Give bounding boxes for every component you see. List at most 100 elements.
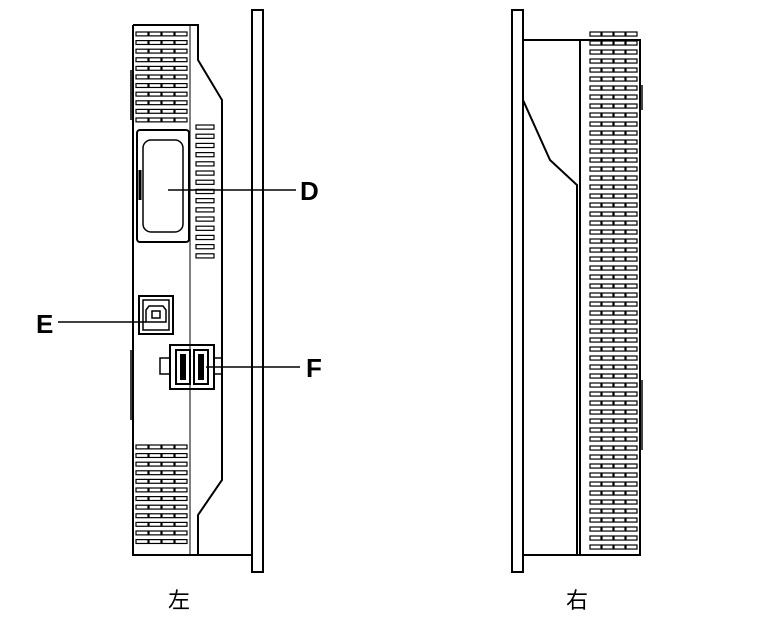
vent-slat bbox=[135, 65, 149, 71]
vent-slat bbox=[625, 238, 638, 244]
vent-slat bbox=[195, 133, 215, 139]
vent-slat bbox=[613, 481, 626, 487]
right-body-outline bbox=[523, 39, 641, 556]
vent-slat bbox=[613, 337, 626, 343]
vent-slat bbox=[601, 400, 614, 406]
vent-slat bbox=[174, 82, 188, 89]
vent-slat bbox=[625, 148, 638, 154]
vent-slat bbox=[601, 157, 614, 163]
vent-slat bbox=[174, 39, 188, 46]
vent-slat bbox=[148, 504, 162, 510]
vent-slat bbox=[195, 124, 215, 130]
vent-slat bbox=[601, 202, 614, 208]
vent-slat bbox=[613, 418, 626, 424]
vent-slat bbox=[148, 461, 162, 467]
vent-slat bbox=[589, 265, 602, 271]
vent-slat bbox=[601, 166, 614, 172]
vent-slat bbox=[161, 530, 175, 536]
vent-slat bbox=[601, 76, 614, 82]
vent-slat bbox=[589, 247, 602, 253]
vent-slat bbox=[135, 504, 149, 510]
vent-slat bbox=[625, 436, 638, 442]
vent-slat bbox=[161, 31, 175, 37]
vent-slat bbox=[601, 256, 614, 262]
vent-slat bbox=[589, 472, 602, 478]
vent-slat bbox=[174, 57, 188, 63]
vent-slat bbox=[589, 499, 602, 505]
vent-slat bbox=[148, 117, 162, 123]
vent-slat bbox=[148, 521, 162, 527]
left-side-view: D E F 左 bbox=[36, 9, 322, 614]
vent-slat bbox=[625, 256, 638, 262]
vent-slat bbox=[589, 76, 602, 82]
vent-slat bbox=[625, 274, 638, 280]
vent-slat bbox=[135, 461, 149, 467]
vent-slat bbox=[589, 310, 602, 316]
vent-slat bbox=[601, 211, 614, 217]
vent-slat bbox=[589, 274, 602, 280]
vent-slat bbox=[601, 364, 614, 370]
vent-slat bbox=[625, 58, 638, 64]
vent-slat bbox=[625, 481, 638, 487]
vent-slat bbox=[613, 94, 626, 100]
vent-slat bbox=[601, 193, 614, 199]
vent-slat bbox=[589, 445, 602, 451]
vent-slat bbox=[195, 198, 215, 204]
vent-slat bbox=[625, 76, 638, 82]
vent-slat bbox=[195, 216, 215, 222]
vent-slat bbox=[589, 130, 602, 136]
vent-slat bbox=[613, 472, 626, 478]
vent-slat bbox=[589, 418, 602, 424]
vent-slat bbox=[589, 148, 602, 154]
vent-slat bbox=[613, 517, 626, 523]
vent-slat bbox=[613, 292, 626, 298]
vent-slat bbox=[589, 256, 602, 262]
vent-slat bbox=[625, 211, 638, 217]
vent-slat bbox=[613, 382, 626, 388]
vent-slat bbox=[625, 175, 638, 181]
vent-slat bbox=[174, 74, 188, 80]
vent-slat bbox=[589, 112, 602, 118]
vent-slat bbox=[601, 229, 614, 235]
vent-slat bbox=[589, 301, 602, 307]
vent-slat bbox=[601, 148, 614, 154]
vent-slat bbox=[601, 85, 614, 91]
vent-slat bbox=[174, 504, 188, 510]
vent-slat bbox=[613, 364, 626, 370]
vent-slat bbox=[195, 142, 215, 149]
vent-slat bbox=[589, 526, 602, 532]
vent-slat bbox=[174, 444, 188, 450]
vent-slat bbox=[625, 292, 638, 298]
vent-slat bbox=[174, 108, 188, 114]
vent-slat bbox=[625, 346, 638, 352]
vent-slat bbox=[148, 453, 162, 459]
vent-slat bbox=[625, 427, 638, 433]
vent-slat bbox=[174, 31, 188, 37]
vent-slat bbox=[613, 445, 626, 451]
vent-slat bbox=[174, 538, 188, 545]
vent-slat bbox=[161, 521, 175, 527]
usb-b-port-socket bbox=[145, 305, 167, 323]
vent-slat bbox=[601, 508, 614, 514]
vent-slat bbox=[148, 513, 162, 519]
vent-slat bbox=[625, 544, 638, 550]
usb-a-port-1 bbox=[175, 349, 191, 385]
vent-slat bbox=[625, 328, 638, 334]
vent-slat bbox=[589, 85, 602, 91]
vent-slat bbox=[601, 139, 614, 145]
vent-slat bbox=[161, 100, 175, 106]
vent-slat bbox=[601, 31, 614, 37]
vent-slat bbox=[613, 229, 626, 235]
label-window bbox=[136, 129, 190, 243]
vent-slat bbox=[625, 517, 638, 523]
vent-slat bbox=[613, 436, 626, 442]
vent-slat bbox=[613, 391, 626, 397]
vent-slat bbox=[161, 487, 175, 493]
vent-slat bbox=[613, 463, 626, 469]
vent-slat bbox=[613, 283, 626, 289]
vent-slat bbox=[174, 91, 188, 97]
vent-slat bbox=[589, 436, 602, 442]
vent-slat bbox=[589, 544, 602, 550]
vent-slat bbox=[135, 39, 149, 46]
vent-slat bbox=[589, 535, 602, 541]
